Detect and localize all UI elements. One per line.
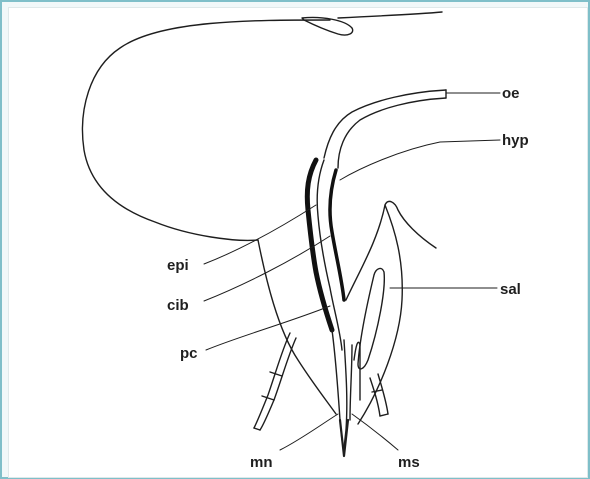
- label-epi: epi: [167, 257, 189, 274]
- oesophagus-lower: [338, 98, 446, 168]
- label-mn: mn: [250, 454, 273, 471]
- dorsal-line: [338, 12, 442, 18]
- left-palp-2: [260, 338, 296, 430]
- stylet-tip: [340, 420, 348, 456]
- right-palp: [370, 378, 380, 416]
- epipharynx-inner: [330, 170, 344, 300]
- hyp-leader: [340, 140, 500, 180]
- salivary-canal: [358, 268, 384, 368]
- right-palp-tip: [380, 414, 388, 416]
- ms-leader: [352, 414, 398, 450]
- head-capsule-outline: [83, 20, 331, 240]
- left-palp-tip: [254, 428, 260, 430]
- mn-leader: [280, 414, 338, 450]
- label-cib: cib: [167, 297, 189, 314]
- label-sal: sal: [500, 281, 521, 298]
- stylet-right: [350, 345, 352, 420]
- pc-leader: [206, 306, 330, 350]
- left-palp: [254, 333, 290, 428]
- label-oe: oe: [502, 85, 520, 102]
- right-palp-2: [378, 374, 388, 414]
- label-ms: ms: [398, 454, 420, 471]
- label-hyp: hyp: [502, 132, 529, 149]
- label-pc: pc: [180, 345, 198, 362]
- epipharynx-band: [307, 160, 332, 330]
